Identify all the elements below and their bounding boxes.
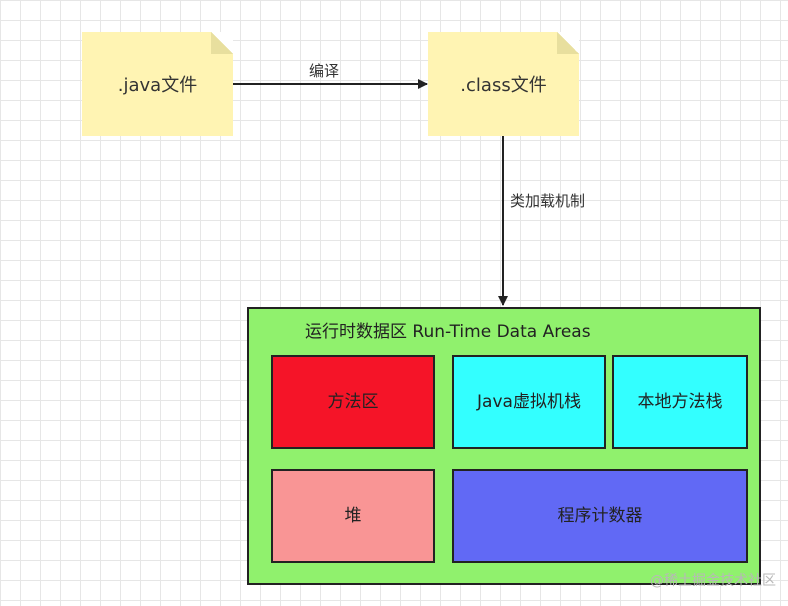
class-file-node[interactable]: .class文件	[428, 32, 579, 136]
watermark: @稀土掘金技术社区	[650, 573, 776, 589]
heap-label: 堆	[344, 506, 362, 526]
jvm-stack-label: Java虚拟机栈	[477, 392, 581, 412]
pc-register-box[interactable]: 程序计数器	[452, 469, 748, 563]
note-fold-icon	[211, 32, 233, 54]
classload-label: 类加载机制	[510, 192, 586, 210]
java-file-node[interactable]: .java文件	[82, 32, 233, 136]
compile-label: 编译	[309, 62, 340, 80]
native-stack-box[interactable]: 本地方法栈	[612, 355, 748, 449]
class-file-label: .class文件	[460, 75, 547, 96]
jvm-stack-box[interactable]: Java虚拟机栈	[452, 355, 606, 449]
runtime-data-area[interactable]: 运行时数据区 Run-Time Data Areas 方法区 Java虚拟机栈 …	[247, 307, 761, 585]
native-stack-label: 本地方法栈	[637, 392, 723, 412]
method-area-label: 方法区	[327, 392, 379, 412]
pc-register-label: 程序计数器	[557, 506, 643, 526]
heap-box[interactable]: 堆	[271, 469, 435, 563]
method-area-box[interactable]: 方法区	[271, 355, 435, 449]
java-file-label: .java文件	[117, 75, 198, 96]
runtime-title: 运行时数据区 Run-Time Data Areas	[305, 322, 591, 342]
note-fold-icon	[557, 32, 579, 54]
